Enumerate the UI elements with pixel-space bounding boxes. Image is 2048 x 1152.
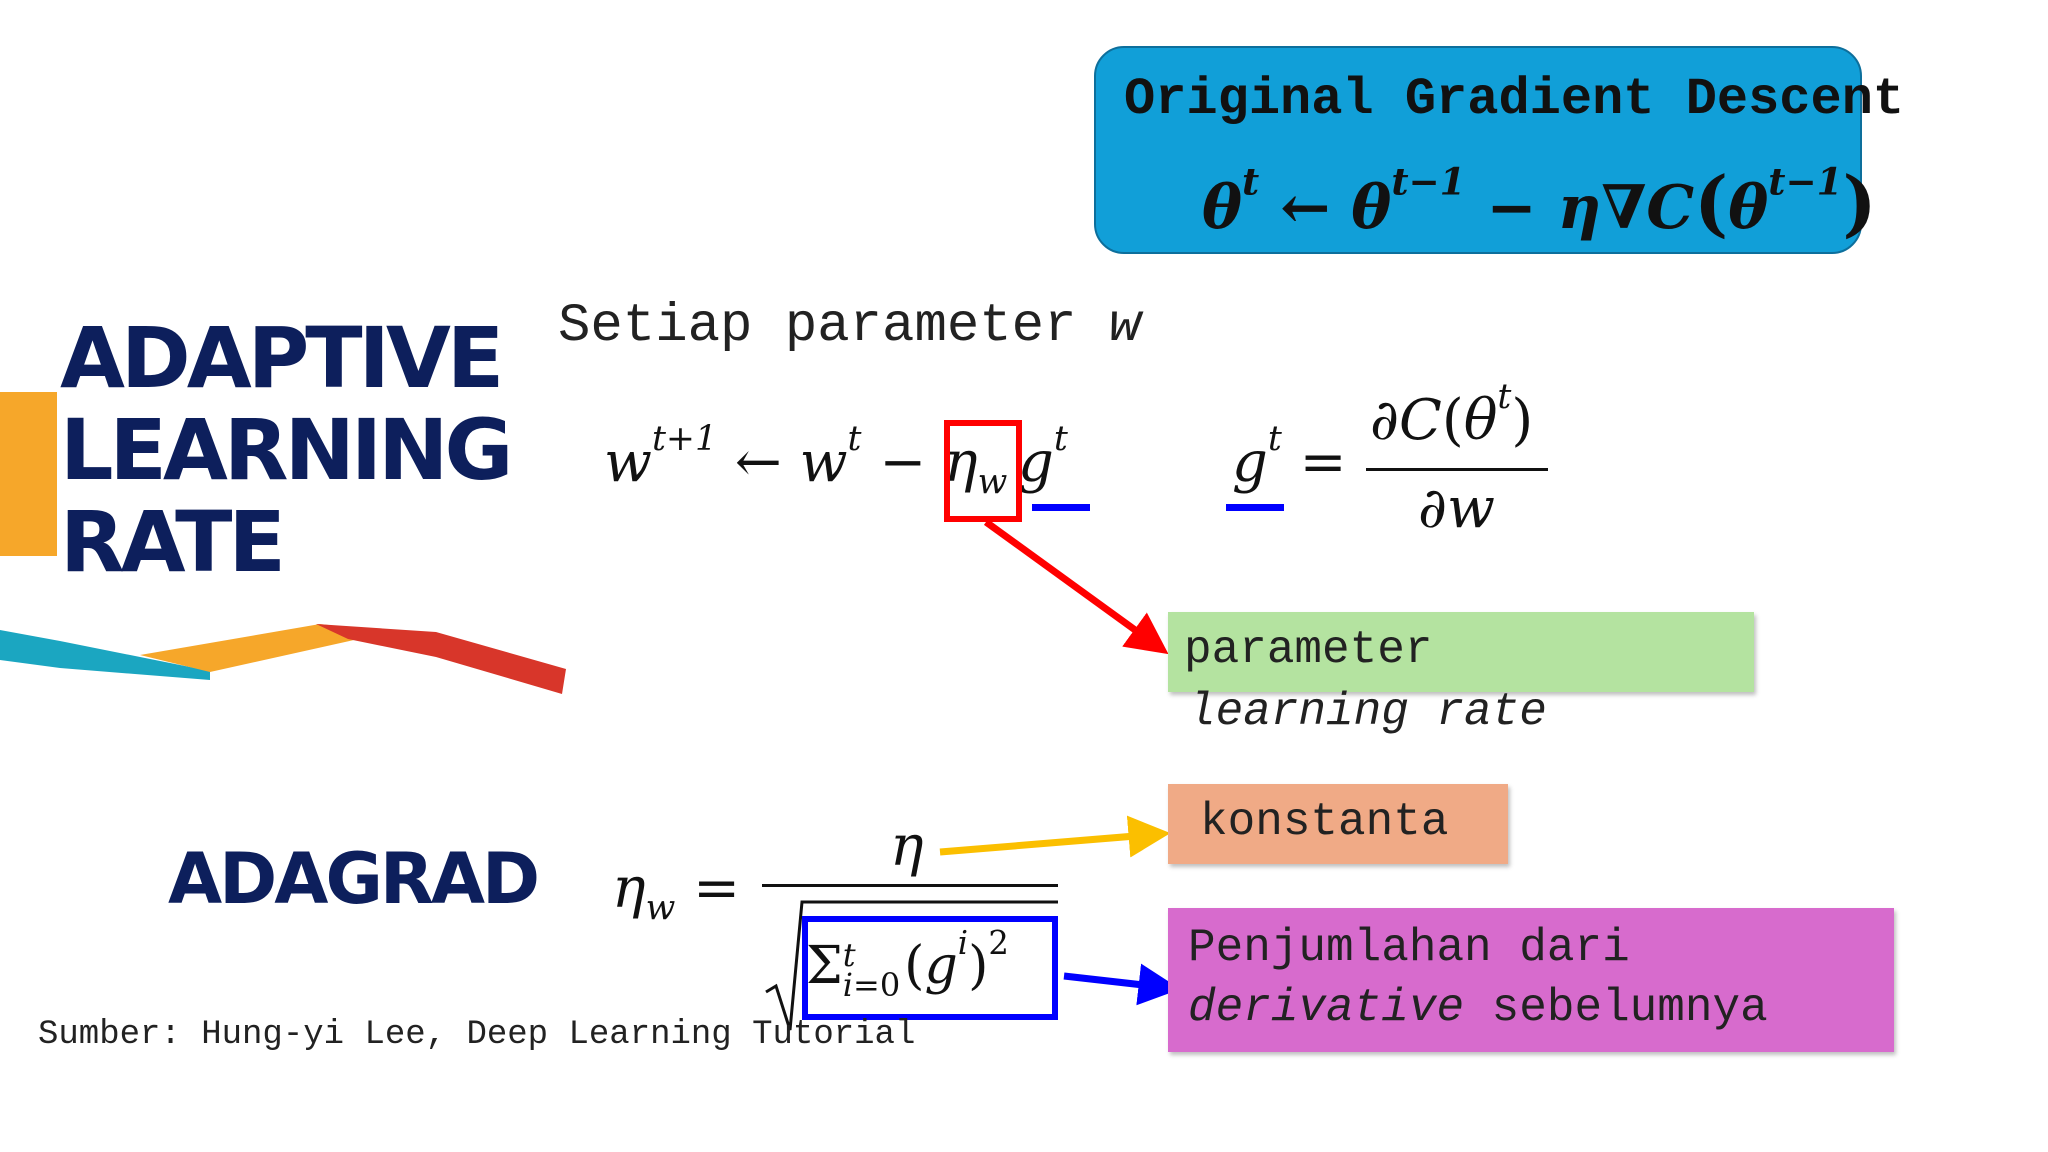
adagrad-fraction-bar [762, 884, 1058, 887]
gradient-lhs: gt = [1232, 418, 1347, 495]
sum-label-line2: derivative sebelumnya [1188, 982, 1768, 1034]
intro-text: Setiap parameter w [558, 296, 1141, 357]
intro-label: Setiap parameter [558, 296, 1077, 357]
sum-label-rest: sebelumnya [1464, 982, 1768, 1034]
gradient-fraction-bar [1366, 468, 1548, 471]
adagrad-heading: ADAGRAD [168, 838, 540, 920]
source-citation: Sumber: Hung-yi Lee, Deep Learning Tutor… [38, 1016, 916, 1054]
konstanta-label: konstanta [1200, 796, 1449, 848]
gradient-numerator: ∂C(θt) [1370, 376, 1534, 453]
adagrad-lhs: ηw = [612, 856, 741, 929]
callout-title: Original Gradient Descent [1124, 70, 1905, 129]
g-underline-left [1032, 504, 1090, 511]
konstanta-label-box [1168, 784, 1508, 864]
blue-arrow [1063, 963, 1181, 1006]
learning-rate-label-line2: learning rate [1188, 686, 1547, 738]
slide-title: ADAPTIVE LEARNING RATE [60, 309, 513, 591]
orange-ribbon [140, 624, 390, 672]
gradient-descent-callout [1094, 46, 1862, 254]
g-underline-right [1226, 504, 1284, 511]
callout-formula: θt ← θt−1 − η∇C(θt−1) [1202, 159, 1877, 245]
eta-w-highlight-box [944, 420, 1022, 522]
sum-label-box [1168, 908, 1894, 1052]
title-line-3: RATE [60, 493, 286, 591]
yellow-arrow [939, 815, 1171, 858]
gradient-denominator: ∂w [1418, 476, 1495, 541]
learning-rate-label-line1: parameter [1184, 624, 1433, 676]
learning-rate-label-box [1168, 612, 1754, 692]
title-line-1: ADAPTIVE [60, 309, 504, 407]
orange-accent-bar [0, 392, 57, 556]
red-ribbon [316, 624, 566, 694]
red-arrow [983, 519, 1169, 655]
intro-variable: w [1108, 296, 1142, 357]
sum-label-line1: Penjumlahan dari [1188, 922, 1630, 974]
sum-highlight-box [802, 916, 1058, 1020]
sum-label-italic: derivative [1188, 982, 1465, 1034]
title-line-2: LEARNING [60, 401, 513, 499]
sqrt-sign [765, 900, 1058, 1031]
teal-ribbon [0, 630, 210, 680]
adagrad-numerator: η [890, 814, 924, 879]
